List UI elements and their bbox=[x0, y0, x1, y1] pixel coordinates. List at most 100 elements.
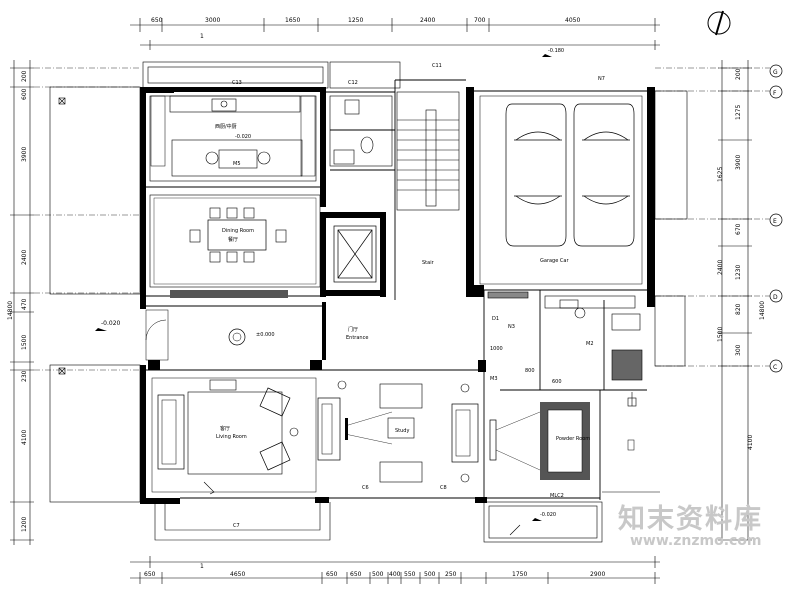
dim-bottom-1: 650 bbox=[144, 571, 156, 578]
bottom-dimension-chain bbox=[130, 556, 660, 584]
right-dimension-chain bbox=[718, 60, 752, 541]
axis-g: G bbox=[773, 69, 778, 76]
dim-bottom-3: 650 bbox=[326, 571, 338, 578]
level-marker-left bbox=[95, 328, 107, 331]
dim-left-4: 2400 bbox=[21, 250, 28, 265]
bottom-dimension-labels: 650 4650 650 650 500 400 550 500 250 175… bbox=[144, 563, 605, 578]
grid-mark-bottom: 1 bbox=[200, 563, 204, 570]
tag-m2: M2 bbox=[586, 341, 594, 347]
living-label-en: Living Room bbox=[216, 434, 247, 440]
dim-left-8: 4100 bbox=[21, 430, 28, 445]
dim-bottom-7: 550 bbox=[404, 571, 416, 578]
dim-bottom-5: 500 bbox=[372, 571, 384, 578]
window-tag-c12: C12 bbox=[348, 80, 358, 86]
dim-left-6: 1500 bbox=[21, 335, 28, 350]
dim-right-9: 300 bbox=[735, 344, 742, 356]
detail-markers bbox=[58, 97, 66, 375]
tag-m3: M3 bbox=[490, 376, 498, 382]
garage-tag-n7: N7 bbox=[598, 76, 605, 82]
dim-top-6: 700 bbox=[474, 17, 486, 24]
dim-right-5: 670 bbox=[735, 223, 742, 235]
window-tag-c11: C11 bbox=[432, 63, 442, 69]
dining-room: Dining Room 餐厅 bbox=[149, 194, 321, 298]
right-dimension-labels: 200 1275 1625 3900 670 1230 2400 820 300… bbox=[717, 68, 766, 450]
overall-dim-right: 14800 bbox=[759, 301, 766, 320]
dim-bottom-9: 250 bbox=[445, 571, 457, 578]
width-1000: 1000 bbox=[490, 346, 503, 352]
dim-top-4: 1250 bbox=[348, 17, 363, 24]
window-tag-c7: C7 bbox=[233, 523, 240, 529]
top-dimension-labels: 650 3000 1650 1250 2400 700 4050 1 bbox=[151, 17, 580, 40]
service-area bbox=[487, 291, 643, 381]
garage-label-en: Garage Car bbox=[540, 258, 569, 264]
powder-room: Powder Room bbox=[489, 392, 637, 480]
north-arrow-symbol bbox=[707, 10, 731, 36]
axis-f: F bbox=[773, 90, 777, 97]
dim-left-9: 1200 bbox=[21, 517, 28, 532]
dim-left-1: 200 bbox=[21, 70, 28, 82]
hall-label-cn: 门厅 bbox=[348, 326, 358, 333]
dim-left-2: 600 bbox=[21, 88, 28, 100]
hall-level: ±0.000 bbox=[256, 332, 275, 338]
dining-label-en: Dining Room bbox=[222, 228, 254, 234]
dim-bottom-11: 2900 bbox=[590, 571, 605, 578]
dim-left-3: 3900 bbox=[21, 147, 28, 162]
dim-left-7: 230 bbox=[21, 370, 28, 382]
dim-bottom-6: 400 bbox=[389, 571, 401, 578]
dim-bottom-2: 4650 bbox=[230, 571, 245, 578]
dim-left-5: 470 bbox=[21, 298, 28, 310]
axis-e: E bbox=[773, 218, 777, 225]
study-label-en: Study bbox=[395, 428, 409, 434]
dim-right-11: 4100 bbox=[747, 435, 754, 450]
hall-label-en: Entrance bbox=[346, 335, 368, 341]
dim-right-6: 1230 bbox=[735, 265, 742, 280]
dim-top-5: 2400 bbox=[420, 17, 435, 24]
dim-top-3: 1650 bbox=[285, 17, 300, 24]
axis-bubbles: G F E D C bbox=[769, 64, 783, 373]
level-left: -0.020 bbox=[101, 320, 121, 327]
car-left bbox=[505, 103, 567, 247]
axis-c: C bbox=[773, 364, 777, 371]
width-600: 600 bbox=[552, 379, 562, 385]
window-tag-c8: C8 bbox=[440, 485, 447, 491]
living-label-cn: 客厅 bbox=[220, 425, 230, 432]
grid-mark-top: 1 bbox=[200, 33, 204, 40]
level-bottom: -0.020 bbox=[540, 512, 556, 518]
dim-top-1: 650 bbox=[151, 17, 163, 24]
garage: Garage Car N7 -0.180 bbox=[479, 48, 643, 285]
car-right bbox=[573, 103, 635, 247]
dim-top-7: 4050 bbox=[565, 17, 580, 24]
kitchen-tag-m5: M5 bbox=[233, 161, 241, 167]
study-room: Study bbox=[317, 380, 479, 483]
living-room: 客厅 Living Room bbox=[151, 377, 317, 495]
service-labels: D1 M2 N3 800 1000 600 M3 bbox=[490, 316, 594, 385]
stair: C11 Stair bbox=[396, 63, 460, 266]
axis-d: D bbox=[773, 294, 778, 301]
overall-dim-left: 14800 bbox=[7, 301, 14, 320]
tag-d1: D1 bbox=[492, 316, 499, 322]
window-tag-c13: C13 bbox=[232, 80, 242, 86]
watermark-text: 知末资料库 bbox=[618, 504, 763, 535]
left-dimension-labels: 200 600 3900 2400 470 1500 230 4100 1200… bbox=[7, 70, 28, 532]
elevator bbox=[333, 225, 377, 283]
dim-right-10: 1500 bbox=[717, 327, 724, 342]
dim-bottom-4: 650 bbox=[350, 571, 362, 578]
dim-right-2: 1275 bbox=[735, 105, 742, 120]
kitchen-level: -0.020 bbox=[235, 134, 251, 140]
stair-label-en: Stair bbox=[422, 260, 435, 266]
powder-label-en: Powder Room bbox=[556, 436, 590, 442]
top-dimension-chain bbox=[130, 18, 660, 50]
exterior-walls bbox=[140, 87, 655, 504]
window-tag-c6: C6 bbox=[362, 485, 369, 491]
left-dimension-chain bbox=[10, 60, 34, 545]
width-800: 800 bbox=[525, 368, 535, 374]
dim-right-3: 1625 bbox=[717, 167, 724, 182]
window-tag-mlc2: MLC2 bbox=[550, 493, 564, 499]
dim-bottom-10: 1750 bbox=[512, 571, 527, 578]
dim-right-1: 200 bbox=[735, 68, 742, 80]
tag-n3: N3 bbox=[508, 324, 515, 330]
dim-bottom-8: 500 bbox=[424, 571, 436, 578]
dining-label-cn: 餐厅 bbox=[228, 236, 238, 243]
dim-right-8: 820 bbox=[735, 303, 742, 315]
